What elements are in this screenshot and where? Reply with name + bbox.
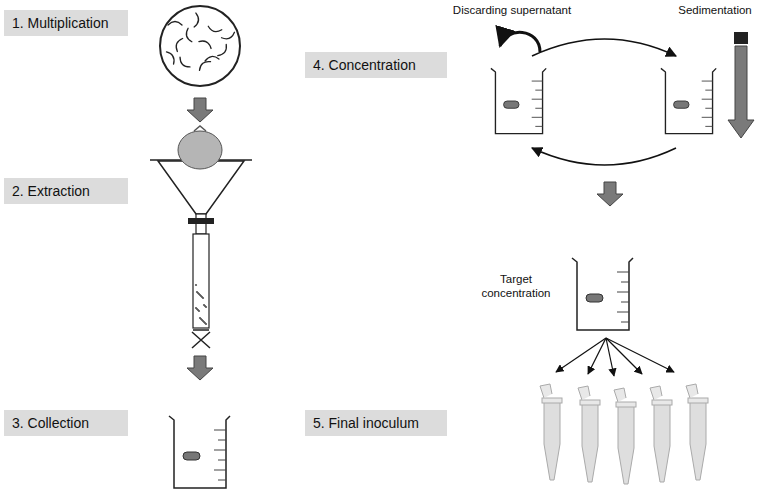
baermann-funnel-part <box>192 330 210 348</box>
nematode <box>194 13 198 27</box>
annotation: Sedimentation <box>668 3 762 17</box>
beaker <box>169 416 230 488</box>
step-title: 3. Collection <box>12 414 120 432</box>
nematode-dot <box>205 323 207 325</box>
cycle-arrow <box>532 148 676 165</box>
nematode <box>186 28 192 41</box>
baermann-funnel-part <box>194 126 206 131</box>
nematode-dot <box>195 307 197 309</box>
nematode <box>199 41 211 49</box>
nematode-dot <box>197 292 199 294</box>
step-title: 2. Extraction <box>12 182 120 200</box>
nematode-dot <box>201 319 203 321</box>
petri-dish-part <box>160 6 240 86</box>
sedimentation-arrow <box>728 32 754 138</box>
dispense-arrows-part <box>606 338 642 374</box>
annotation: Discarding supernatant <box>435 3 589 17</box>
nematode <box>208 26 222 31</box>
nematode <box>168 22 182 26</box>
nematode-dot <box>205 306 207 308</box>
cycle-arrow <box>532 39 676 56</box>
tube <box>578 386 600 482</box>
beaker <box>661 68 716 133</box>
baermann-funnel-part <box>178 131 222 169</box>
dispense-arrows-part <box>556 338 606 372</box>
step-label: 2. Extraction <box>4 178 128 204</box>
step-arrow <box>187 98 213 122</box>
discard-arrow <box>500 32 540 52</box>
step-title: 4. Concentration <box>313 56 439 74</box>
nematode-dot <box>199 294 201 296</box>
step-label: 4. Concentration <box>305 52 447 78</box>
nematode-dot <box>203 321 205 323</box>
nematode <box>222 32 235 39</box>
dispense-arrows-part <box>606 338 614 376</box>
step-arrow <box>597 182 623 206</box>
petri-dish <box>160 6 240 86</box>
baermann-funnel-part <box>193 234 209 328</box>
nematode-dot <box>204 322 206 324</box>
nematode-dot <box>196 291 198 293</box>
annotation: Target concentration <box>471 272 561 300</box>
tube <box>614 388 636 484</box>
step-title: 5. Final inoculum <box>313 414 439 432</box>
tube <box>650 386 672 482</box>
nematode-dot <box>200 295 202 297</box>
nematode-dot <box>199 317 201 319</box>
baermann-funnel <box>150 126 252 348</box>
nematode <box>199 62 210 71</box>
step-label: 3. Collection <box>4 410 128 436</box>
step-label: 1. Multiplication <box>4 10 128 36</box>
beaker <box>491 68 546 133</box>
nematode <box>205 56 219 61</box>
nematode <box>180 57 190 67</box>
nematode <box>166 52 174 64</box>
nematode-dot <box>204 305 206 307</box>
tube <box>540 384 562 480</box>
nematode-dot <box>198 310 200 312</box>
nematode <box>218 44 227 55</box>
dispense-arrows <box>556 338 674 376</box>
dispense-arrows-part <box>606 338 674 372</box>
tube <box>686 384 708 480</box>
baermann-funnel-part <box>188 218 214 224</box>
step-title: 1. Multiplication <box>12 14 120 32</box>
nematodes <box>166 13 234 70</box>
nematode-dot <box>203 304 205 306</box>
sedimentation-arrow-part <box>728 46 754 138</box>
nematode <box>176 39 182 52</box>
sedimentation-arrow-part <box>734 32 748 44</box>
nematode-dot <box>197 309 199 311</box>
dispense-arrows-part <box>588 338 606 374</box>
nematode-dot <box>202 320 204 322</box>
nematode-dot <box>202 297 204 299</box>
nematode-dot <box>195 284 197 286</box>
nematode-dot <box>201 296 203 298</box>
nematode-dot <box>198 293 200 295</box>
beaker <box>572 258 633 330</box>
step-arrow <box>187 356 213 380</box>
step-label: 5. Final inoculum <box>305 410 447 436</box>
nematode-dot <box>196 308 198 310</box>
nematode-dots <box>195 284 207 325</box>
nematode-dot <box>200 318 202 320</box>
